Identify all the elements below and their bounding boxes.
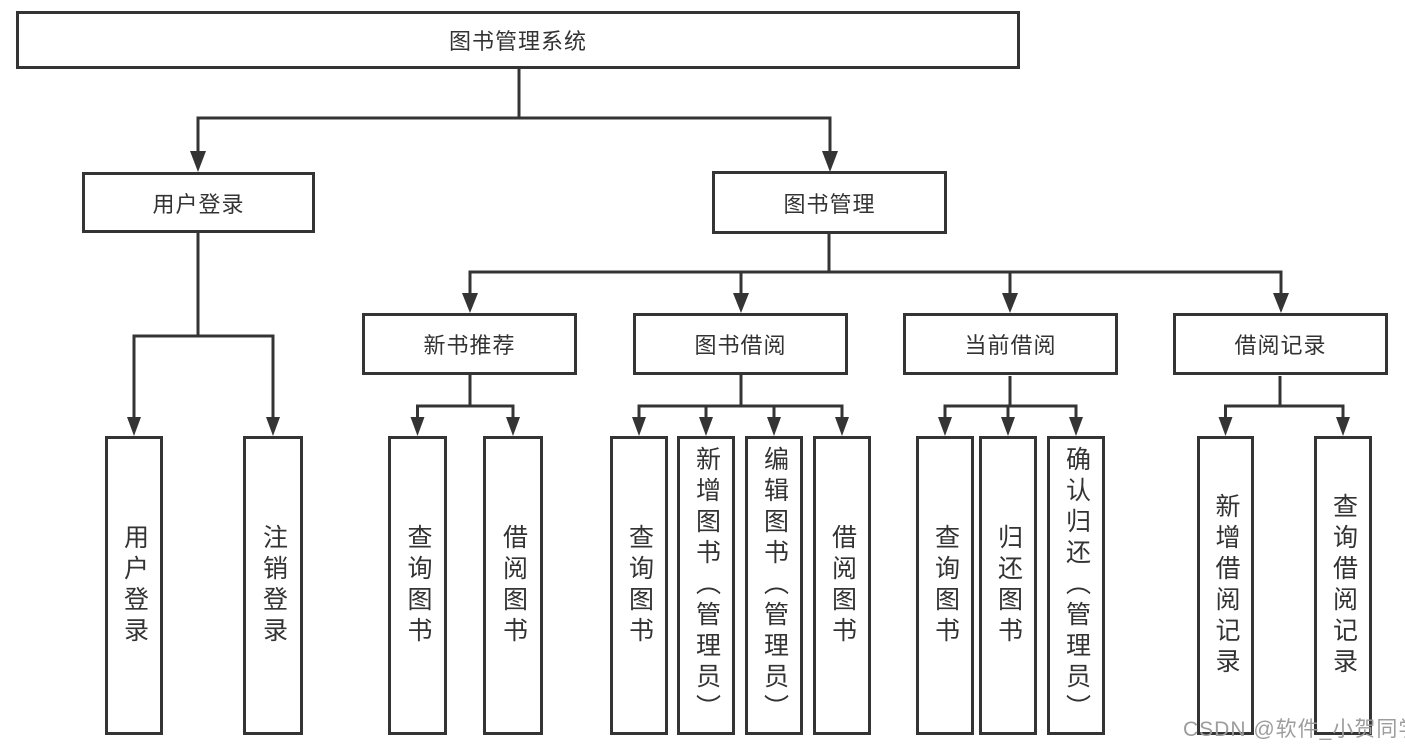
- csdn-watermark: CSDN @软件_小贺同学: [1183, 718, 1405, 741]
- leaf-recommend-borrow-books: 借阅图书: [483, 436, 543, 735]
- node-book-borrow: 图书借阅: [633, 313, 848, 375]
- leaf-add-borrow-record-label: 新增借阅记录: [1212, 492, 1240, 679]
- node-current-borrow-label: 当前借阅: [964, 333, 1057, 358]
- node-root-system: 图书管理系统: [16, 11, 1020, 69]
- leaf-borrow-books: 借阅图书: [813, 436, 871, 735]
- leaf-return-books-label: 归还图书: [994, 523, 1023, 648]
- leaf-query-borrow-record: 查询借阅记录: [1314, 436, 1372, 735]
- node-borrow-records-label: 借阅记录: [1234, 333, 1327, 358]
- arrowheads: [127, 151, 1350, 436]
- leaf-query-borrow-record-label: 查询借阅记录: [1329, 492, 1358, 679]
- node-user-login: 用户登录: [82, 172, 315, 233]
- leaf-recommend-query-books: 查询图书: [388, 436, 447, 735]
- leaf-add-books-admin: 新增图书（管理员）: [677, 436, 735, 735]
- leaf-logout: 注销登录: [243, 436, 303, 735]
- leaf-logout-label: 注销登录: [259, 523, 288, 648]
- node-book-management-label: 图书管理: [783, 191, 876, 217]
- node-new-book-recommend: 新书推荐: [362, 313, 577, 375]
- leaf-borrow-query-books-label: 查询图书: [625, 523, 654, 648]
- leaf-user-login-label: 用户登录: [120, 523, 149, 648]
- leaf-borrow-books-label: 借阅图书: [828, 523, 857, 648]
- node-borrow-records: 借阅记录: [1173, 313, 1388, 375]
- node-current-borrow: 当前借阅: [903, 313, 1118, 375]
- leaf-edit-books-admin-label: 编辑图书（管理员）: [760, 446, 789, 725]
- leaf-borrow-query-books: 查询图书: [610, 436, 668, 735]
- leaf-add-books-admin-label: 新增图书（管理员）: [692, 446, 721, 725]
- leaf-confirm-return-admin: 确认归还（管理员）: [1047, 436, 1105, 735]
- leaf-current-query-books-label: 查询图书: [931, 523, 960, 648]
- leaf-edit-books-admin: 编辑图书（管理员）: [745, 436, 803, 735]
- leaf-recommend-borrow-books-label: 借阅图书: [499, 523, 528, 648]
- leaf-current-query-books: 查询图书: [916, 436, 974, 735]
- leaf-add-borrow-record: 新增借阅记录: [1197, 436, 1254, 735]
- node-root-label: 图书管理系统: [448, 29, 587, 54]
- node-new-book-recommend-label: 新书推荐: [423, 333, 516, 358]
- node-user-login-label: 用户登录: [152, 191, 245, 217]
- leaf-recommend-query-books-label: 查询图书: [404, 523, 432, 648]
- node-book-management: 图书管理: [712, 171, 947, 234]
- leaf-confirm-return-admin-label: 确认归还（管理员）: [1062, 446, 1091, 725]
- leaf-return-books: 归还图书: [979, 436, 1037, 735]
- node-book-borrow-label: 图书借阅: [694, 333, 787, 358]
- leaf-user-login: 用户登录: [105, 436, 163, 735]
